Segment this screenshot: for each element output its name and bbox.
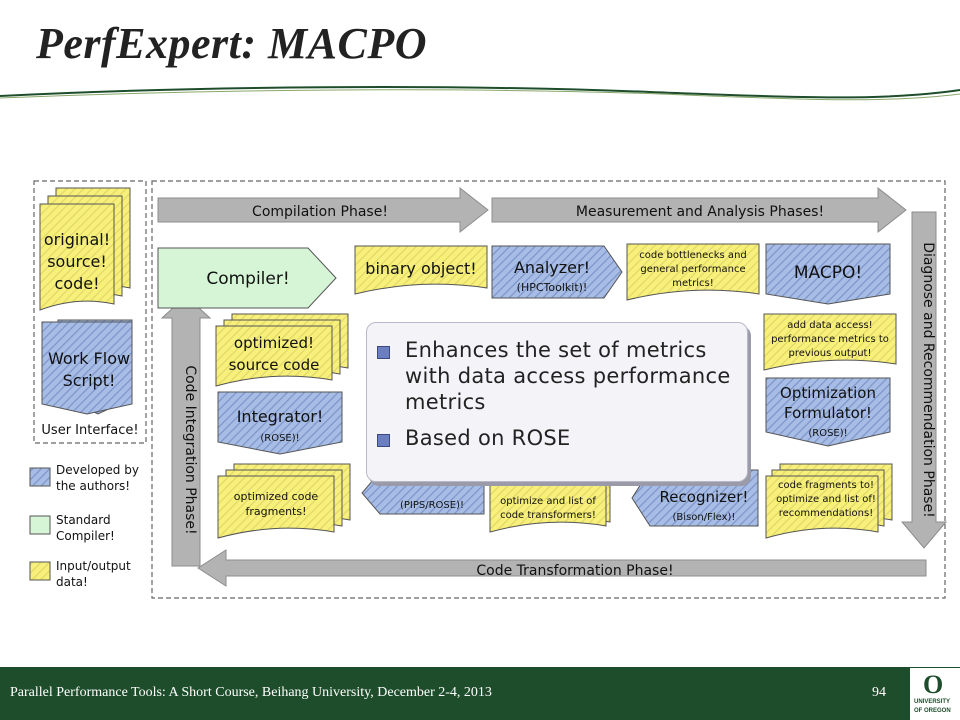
integration-phase-label: Code Integration Phase! bbox=[182, 365, 198, 534]
original-source-line: original! bbox=[44, 230, 110, 249]
code-fragments-doc: code fragments to! optimize and list of!… bbox=[765, 463, 893, 539]
footer-bar: Parallel Performance Tools: A Short Cour… bbox=[0, 667, 960, 720]
original-source-line: source! bbox=[47, 252, 107, 271]
add-data-line: previous output! bbox=[789, 348, 872, 359]
legend-label: Developed by bbox=[56, 463, 139, 477]
integrator-node: Integrator! (ROSE)! bbox=[217, 391, 343, 455]
slide-title: PerfExpert: MACPO bbox=[36, 19, 428, 68]
optimization-sublabel: (ROSE)! bbox=[808, 428, 847, 439]
integrator-sublabel: (ROSE)! bbox=[260, 433, 299, 444]
legend-swatch-data bbox=[29, 561, 51, 581]
logo-letter: O bbox=[923, 670, 944, 699]
legend-swatch-developed bbox=[29, 467, 51, 487]
analyzer-sublabel: (HPCToolkit)! bbox=[517, 281, 588, 294]
code-transformers-line: code transformers! bbox=[500, 510, 596, 521]
add-data-line: add data access! bbox=[787, 320, 872, 331]
code-fragments-line: code fragments to! bbox=[778, 480, 874, 491]
legend-label: Compiler! bbox=[56, 529, 115, 543]
perfexpert-diagram: original! source! code! Work Flow Script… bbox=[29, 180, 948, 599]
optimized-fragments-line: fragments! bbox=[245, 505, 306, 518]
user-interface-label: User Interface! bbox=[41, 423, 138, 438]
transformation-phase-label: Code Transformation Phase! bbox=[476, 563, 673, 579]
legend: Developed by the authors! Standard Compi… bbox=[29, 463, 139, 589]
bottlenecks-line: code bottlenecks and bbox=[639, 250, 747, 261]
page-number: 94 bbox=[872, 685, 886, 700]
recognizer-label: Recognizer! bbox=[660, 488, 749, 506]
bottlenecks-line: metrics! bbox=[672, 278, 713, 289]
binary-object-label: binary object! bbox=[365, 259, 476, 278]
legend-swatch-standard bbox=[29, 515, 51, 535]
compiler-label: Compiler! bbox=[206, 269, 289, 289]
add-data-access-doc: add data access! performance metrics to … bbox=[763, 313, 897, 371]
logo-line: OF OREGON bbox=[914, 708, 951, 714]
integrator-label: Integrator! bbox=[237, 407, 324, 426]
bullet-square-icon bbox=[377, 346, 390, 359]
compilation-phase-label: Compilation Phase! bbox=[252, 204, 388, 220]
measurement-phase-arrow: Measurement and Analysis Phases! bbox=[491, 186, 907, 234]
logo-line: UNIVERSITY bbox=[914, 699, 951, 705]
code-fragments-line: optimize and list of! bbox=[776, 494, 876, 505]
original-source-doc: original! source! code! bbox=[39, 187, 131, 311]
integration-phase-arrow: Code Integration Phase! bbox=[160, 295, 212, 567]
recognizer-node: Recognizer! (Bison/Flex)! bbox=[631, 469, 759, 527]
user-interface-box bbox=[33, 180, 147, 444]
recognizer-sublabel: (Bison/Flex)! bbox=[673, 512, 736, 523]
optimized-fragments-line: optimized code bbox=[234, 490, 319, 503]
pipeline-box bbox=[151, 180, 946, 599]
diagnose-phase-label: Diagnose and Recommendation Phase! bbox=[920, 242, 936, 518]
measurement-phase-label: Measurement and Analysis Phases! bbox=[576, 204, 824, 220]
macpo-label: MACPO! bbox=[794, 263, 862, 283]
workflow-line: Work Flow bbox=[48, 349, 130, 368]
optimized-fragments-doc: optimized code fragments! bbox=[217, 463, 351, 539]
analyzer-label: Analyzer! bbox=[514, 258, 590, 277]
callout-bullet-text: Enhances the set of metrics with data ac… bbox=[405, 338, 731, 414]
workflow-line: Script! bbox=[63, 371, 116, 390]
bottlenecks-doc: code bottlenecks and general performance… bbox=[626, 243, 760, 301]
macpo-node: MACPO! bbox=[765, 243, 891, 305]
optimized-source-doc: optimized! source code bbox=[215, 313, 349, 387]
workflow-script-node: Work Flow Script! bbox=[41, 319, 133, 415]
optimization-line: Optimization bbox=[780, 384, 876, 402]
legend-label: Input/output bbox=[56, 559, 131, 573]
callout-bullet-text: Based on ROSE bbox=[405, 426, 571, 450]
optimized-source-line: optimized! bbox=[234, 334, 314, 352]
callout-bullet: Enhances the set of metrics with data ac… bbox=[377, 337, 737, 415]
transformer-sublabel: (PIPS/ROSE)! bbox=[400, 500, 464, 511]
footer-text: Parallel Performance Tools: A Short Cour… bbox=[10, 685, 492, 700]
code-fragments-line: recommendations! bbox=[779, 508, 873, 519]
callout-bullet: Based on ROSE bbox=[377, 425, 737, 451]
optimization-line: Formulator! bbox=[784, 404, 872, 422]
university-logo: O UNIVERSITY OF OREGON bbox=[910, 668, 960, 720]
transformation-phase-arrow: Code Transformation Phase! bbox=[197, 549, 927, 587]
title-underline bbox=[0, 86, 960, 101]
bullet-square-icon bbox=[377, 434, 390, 447]
callout-box: Enhances the set of metrics with data ac… bbox=[366, 322, 748, 482]
compilation-phase-arrow: Compilation Phase! bbox=[157, 186, 489, 234]
compiler-node: Compiler! bbox=[157, 247, 337, 309]
code-transformers-line: optimize and list of bbox=[500, 496, 596, 507]
analyzer-node: Analyzer! (HPCToolkit)! bbox=[491, 245, 623, 299]
optimization-formulator-node: Optimization Formulator! (ROSE)! bbox=[765, 377, 891, 447]
code-transformers-doc: optimize and list of code transformers! bbox=[489, 477, 611, 533]
bottlenecks-line: general performance bbox=[640, 264, 745, 275]
legend-label: the authors! bbox=[56, 479, 130, 493]
legend-label: Standard bbox=[56, 513, 111, 527]
binary-object-node: binary object! bbox=[354, 245, 488, 295]
original-source-line: code! bbox=[55, 274, 100, 293]
legend-label: data! bbox=[56, 575, 88, 589]
optimized-source-line: source code bbox=[229, 356, 320, 374]
add-data-line: performance metrics to bbox=[771, 334, 889, 345]
diagnose-phase-arrow: Diagnose and Recommendation Phase! bbox=[900, 211, 948, 549]
